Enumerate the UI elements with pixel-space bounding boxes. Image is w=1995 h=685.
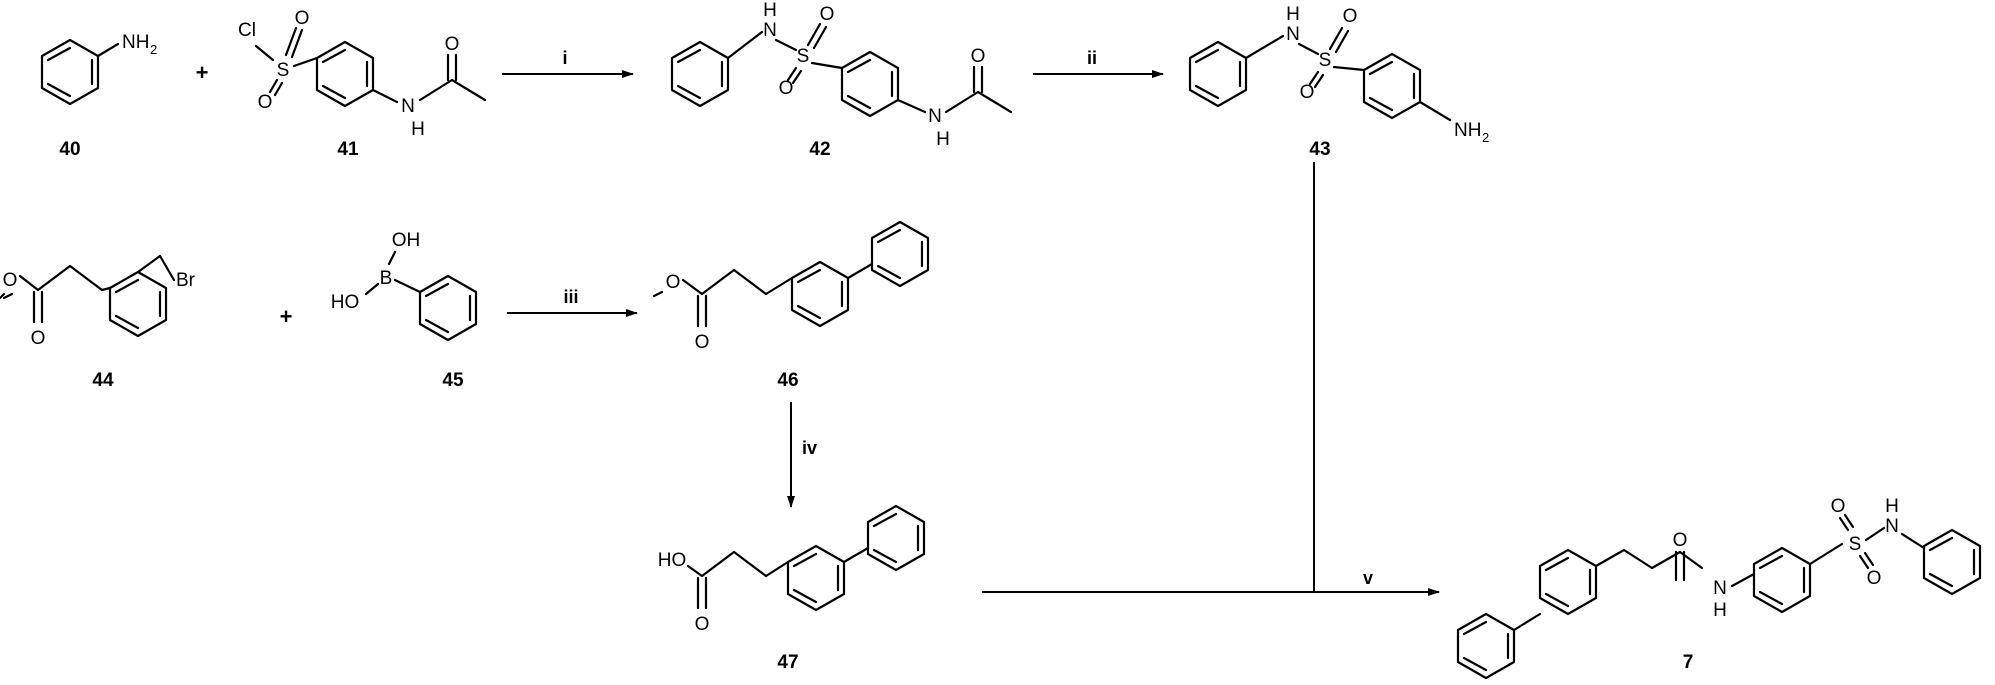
compound-label-41: 41 bbox=[337, 139, 359, 160]
compound-40: NH 2 40 bbox=[40, 32, 157, 160]
oxygen-label: O bbox=[820, 4, 835, 25]
hydrogen-label: H bbox=[1885, 496, 1899, 517]
reaction-arrow-ii: ii bbox=[1033, 48, 1164, 78]
sulfur-label: S bbox=[797, 46, 810, 67]
carbonyl-oxygen-label: O bbox=[971, 46, 986, 67]
plus-sign: + bbox=[280, 304, 293, 329]
compound-44: O O Br 44 bbox=[0, 254, 196, 391]
nitrogen-label: N bbox=[1885, 516, 1899, 537]
carbonyl-oxygen-label: O bbox=[31, 328, 46, 349]
benzene-ring bbox=[866, 504, 926, 572]
reaction-arrow-iii: iii bbox=[507, 287, 638, 317]
hydrogen-label: H bbox=[763, 0, 777, 21]
benzene-ring bbox=[1362, 52, 1422, 120]
condition-label: iii bbox=[563, 287, 578, 307]
compound-label-40: 40 bbox=[59, 139, 80, 160]
nitrogen-label: N bbox=[1713, 578, 1727, 599]
benzene-ring bbox=[670, 40, 730, 108]
hydroxyl-label: HO bbox=[658, 550, 687, 571]
bromine-label: Br bbox=[176, 270, 196, 291]
compound-41: S Cl O O N H O 41 bbox=[238, 8, 487, 160]
carbonyl-oxygen-label: O bbox=[445, 34, 460, 55]
ester-oxygen-label: O bbox=[3, 270, 18, 291]
benzene-ring bbox=[418, 274, 478, 342]
compound-label-46: 46 bbox=[777, 370, 798, 391]
reaction-arrow-i: i bbox=[502, 48, 634, 78]
benzene-ring bbox=[870, 220, 930, 288]
chlorine-label: Cl bbox=[238, 20, 256, 41]
boron-label: B bbox=[380, 268, 393, 289]
benzene-ring bbox=[840, 50, 900, 118]
compound-label-47: 47 bbox=[777, 652, 798, 673]
benzene-ring bbox=[315, 40, 375, 108]
reaction-arrow-v: v bbox=[982, 162, 1440, 596]
condition-label: iv bbox=[802, 438, 817, 458]
nitrogen-label: N bbox=[763, 20, 777, 41]
compound-43: N H S O O NH 2 43 bbox=[1188, 4, 1489, 160]
compound-label-45: 45 bbox=[442, 370, 464, 391]
oxygen-label: O bbox=[258, 92, 273, 113]
sulfur-label: S bbox=[1319, 50, 1332, 71]
oxygen-label: O bbox=[1300, 82, 1315, 103]
benzene-ring bbox=[40, 38, 100, 106]
condition-label: i bbox=[562, 48, 567, 68]
benzene-ring bbox=[1456, 612, 1516, 680]
compound-label-44: 44 bbox=[92, 370, 114, 391]
amine-subscript: 2 bbox=[1482, 130, 1489, 145]
hydrogen-label: H bbox=[1713, 600, 1727, 621]
nitrogen-label: N bbox=[401, 96, 415, 117]
hydrogen-label: H bbox=[411, 119, 425, 140]
hydroxyl-label: HO bbox=[331, 292, 360, 313]
compound-label-43: 43 bbox=[1309, 139, 1330, 160]
benzene-ring bbox=[790, 260, 850, 328]
ester-oxygen-label: O bbox=[666, 272, 681, 293]
compound-47: HO O 47 bbox=[658, 504, 926, 673]
carbonyl-oxygen-label: O bbox=[695, 332, 710, 353]
oxygen-label: O bbox=[295, 8, 310, 29]
benzene-ring bbox=[1752, 546, 1812, 614]
compound-42: N H S O O N H O 42 bbox=[670, 0, 1013, 160]
nitrogen-label: N bbox=[928, 106, 942, 127]
compound-45: OH B HO 45 bbox=[331, 230, 478, 391]
hydroxyl-label: OH bbox=[392, 230, 421, 251]
carbonyl-oxygen-label: O bbox=[695, 614, 710, 635]
carbonyl-oxygen-label: O bbox=[1673, 530, 1688, 551]
nitrogen-label: N bbox=[1286, 24, 1300, 45]
sulfur-label: S bbox=[277, 60, 290, 81]
amine-label: NH bbox=[1454, 120, 1481, 141]
condition-label: ii bbox=[1087, 48, 1097, 68]
hydrogen-label: H bbox=[936, 129, 950, 150]
reaction-arrow-iv: iv bbox=[787, 402, 817, 508]
benzene-ring bbox=[1922, 528, 1982, 596]
oxygen-label: O bbox=[1831, 496, 1846, 517]
compound-7: O N H S O O N H 7 bbox=[1456, 496, 1982, 680]
benzene-ring bbox=[108, 270, 168, 338]
amine-label: NH bbox=[122, 32, 149, 53]
plus-sign: + bbox=[196, 60, 209, 85]
compound-label-42: 42 bbox=[809, 139, 830, 160]
hydrogen-label: H bbox=[1286, 4, 1300, 25]
compound-46: O O 46 bbox=[652, 220, 930, 391]
amine-subscript: 2 bbox=[150, 42, 157, 57]
oxygen-label: O bbox=[779, 78, 794, 99]
benzene-ring bbox=[786, 544, 846, 612]
oxygen-label: O bbox=[1867, 568, 1882, 589]
benzene-ring bbox=[1538, 548, 1598, 616]
oxygen-label: O bbox=[1343, 6, 1358, 27]
condition-label: v bbox=[1363, 568, 1373, 588]
benzene-ring bbox=[1188, 40, 1248, 108]
compound-label-7: 7 bbox=[1683, 652, 1694, 673]
sulfur-label: S bbox=[1849, 534, 1862, 555]
